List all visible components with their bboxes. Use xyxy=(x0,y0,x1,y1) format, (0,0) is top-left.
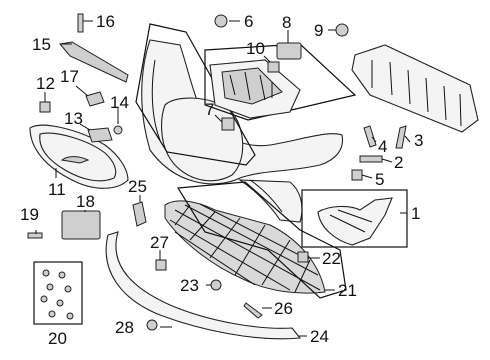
grille-trim xyxy=(29,124,129,189)
energy-absorber xyxy=(351,44,479,133)
cover-group-frame xyxy=(135,23,256,166)
callout-24: 24 xyxy=(310,327,329,346)
callout-4: 4 xyxy=(378,137,387,156)
leader-lines xyxy=(35,20,411,337)
clip-7 xyxy=(221,117,235,131)
callout-22: 22 xyxy=(322,249,341,268)
push-pin-6 xyxy=(214,14,228,28)
bolt-4 xyxy=(363,125,377,148)
callout-17: 17 xyxy=(60,67,79,86)
clip-27 xyxy=(155,259,167,271)
callout-3: 3 xyxy=(414,131,423,150)
bolt-19 xyxy=(27,232,43,239)
callout-13: 13 xyxy=(64,109,83,128)
callout-7: 7 xyxy=(205,100,214,119)
callout-labels: 1 2 3 4 5 6 7 8 9 10 11 12 13 14 15 16 1… xyxy=(20,12,423,348)
callout-19: 19 xyxy=(20,205,39,224)
upper-bracket xyxy=(209,59,301,119)
push-pin-23 xyxy=(210,279,222,291)
upper-trim-strip xyxy=(59,41,129,83)
bracket-17 xyxy=(85,91,105,107)
callout-21: 21 xyxy=(338,281,357,300)
clip-22 xyxy=(297,251,309,263)
clip-5 xyxy=(351,169,363,181)
nut-14 xyxy=(113,125,123,135)
callout-15: 15 xyxy=(32,35,51,54)
bracket-2 xyxy=(359,155,383,163)
callout-26: 26 xyxy=(274,299,293,318)
callout-2: 2 xyxy=(394,153,403,172)
grille-mesh xyxy=(164,200,326,294)
fog-bezel-frame xyxy=(301,189,408,248)
callout-20: 20 xyxy=(48,329,67,348)
clip-10 xyxy=(267,61,280,73)
fog-bezel xyxy=(317,197,393,246)
grille-group-frame xyxy=(176,181,347,299)
fastener-kit-box xyxy=(33,261,83,325)
bracket-25 xyxy=(132,201,147,227)
bolt-26 xyxy=(243,302,263,319)
callout-23: 23 xyxy=(180,276,199,295)
sensor-bracket-8 xyxy=(276,42,302,60)
fastener-kit xyxy=(40,269,74,320)
callout-9: 9 xyxy=(314,21,323,40)
callout-8: 8 xyxy=(282,13,291,32)
callout-25: 25 xyxy=(128,177,147,196)
callout-28: 28 xyxy=(115,318,134,337)
callout-10: 10 xyxy=(246,39,265,58)
callout-1: 1 xyxy=(411,204,420,223)
bracket-13 xyxy=(87,127,113,143)
lower-valance xyxy=(105,231,302,340)
screw-9 xyxy=(335,23,349,37)
callout-6: 6 xyxy=(244,12,253,31)
callout-12: 12 xyxy=(36,74,55,93)
bolt-28 xyxy=(146,319,158,331)
license-bracket xyxy=(61,210,101,240)
callout-18: 18 xyxy=(76,192,95,211)
callout-11: 11 xyxy=(48,180,66,199)
clip-12 xyxy=(39,101,51,113)
callout-5: 5 xyxy=(375,170,384,189)
bolt-3 xyxy=(395,125,407,149)
callout-27: 27 xyxy=(150,233,169,252)
bolt-16 xyxy=(77,13,84,33)
callout-14: 14 xyxy=(110,93,129,112)
callout-16: 16 xyxy=(96,12,115,31)
